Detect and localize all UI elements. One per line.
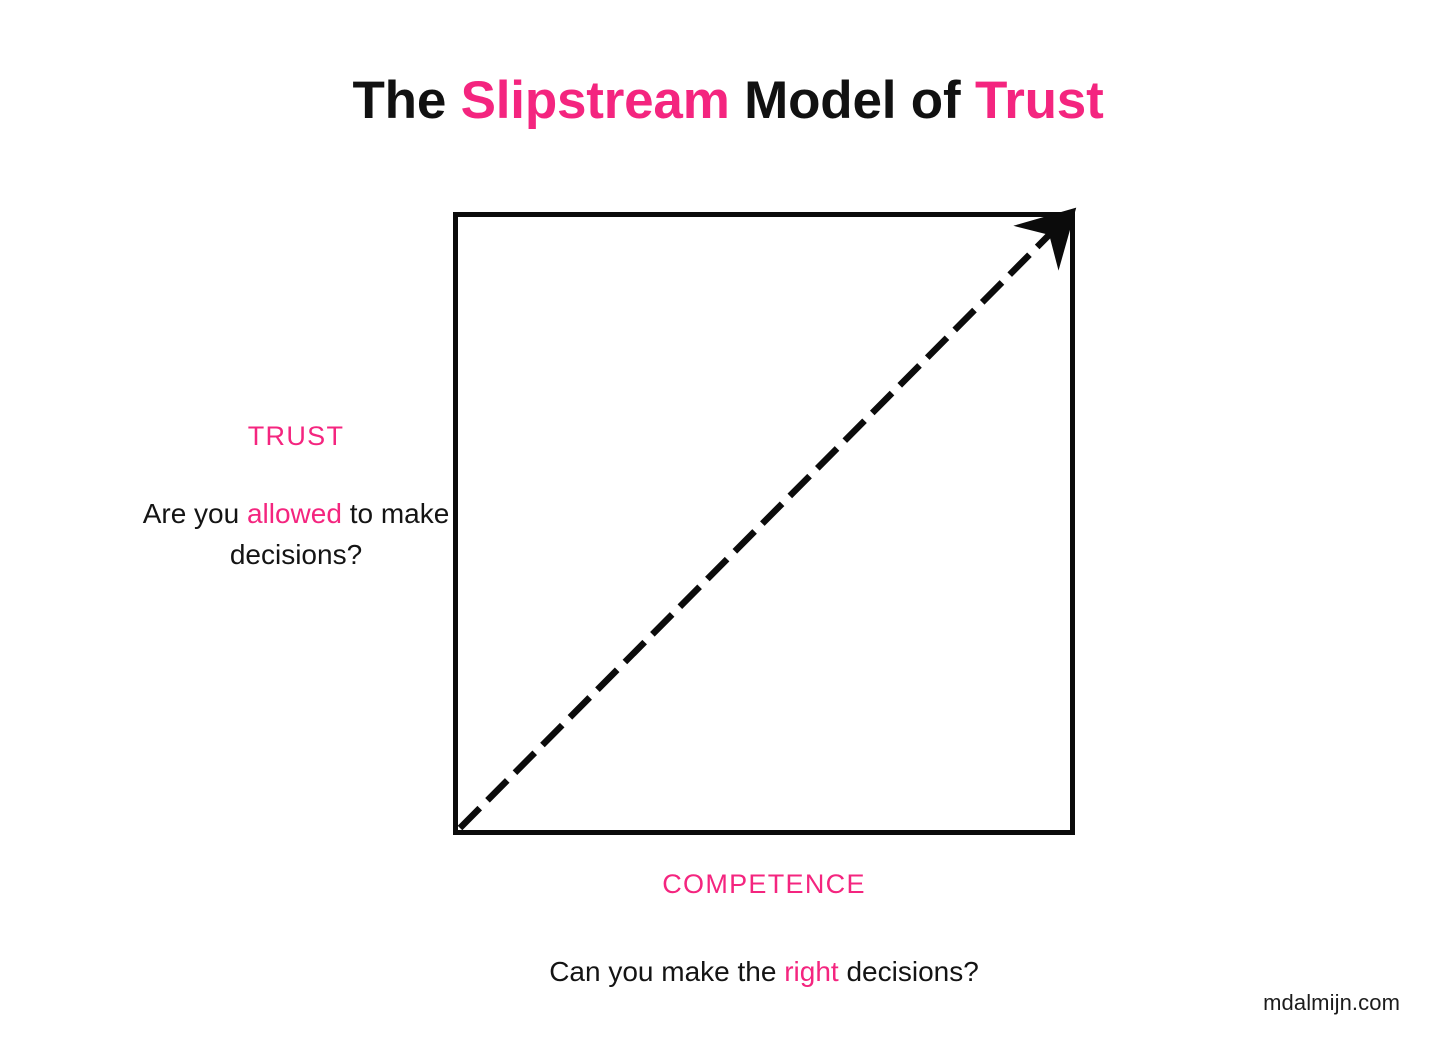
watermark-source: mdalmijn.com (1263, 990, 1400, 1015)
title-part-trust: Trust (974, 71, 1104, 130)
y-question-accent-allowed: allowed (246, 498, 342, 530)
x-question-part-1: Can you make the (549, 956, 785, 988)
title-part-model-of: Model of (729, 71, 975, 130)
title-part-the: The (352, 71, 461, 130)
page-title: The Slipstream Model of Trust (0, 71, 1456, 130)
y-axis-question: Are you allowed to make decisions? (140, 494, 452, 575)
y-question-part-2: to make decisions? (229, 498, 450, 570)
y-axis-label-trust: TRUST (247, 421, 345, 451)
x-axis-label-group: COMPETENCE Can you make the right decisi… (453, 868, 1075, 993)
x-axis-question: Can you make the right decisions? (453, 952, 1075, 993)
x-axis-label-competence: COMPETENCE (662, 869, 866, 899)
x-question-accent-right: right (784, 956, 839, 988)
y-axis-label-group: TRUST Are you allowed to make decisions? (140, 420, 452, 576)
y-question-part-1: Are you (142, 498, 247, 530)
title-part-slipstream: Slipstream (460, 71, 730, 130)
x-question-part-2: decisions? (838, 956, 979, 988)
chart-plot-frame (453, 212, 1075, 835)
